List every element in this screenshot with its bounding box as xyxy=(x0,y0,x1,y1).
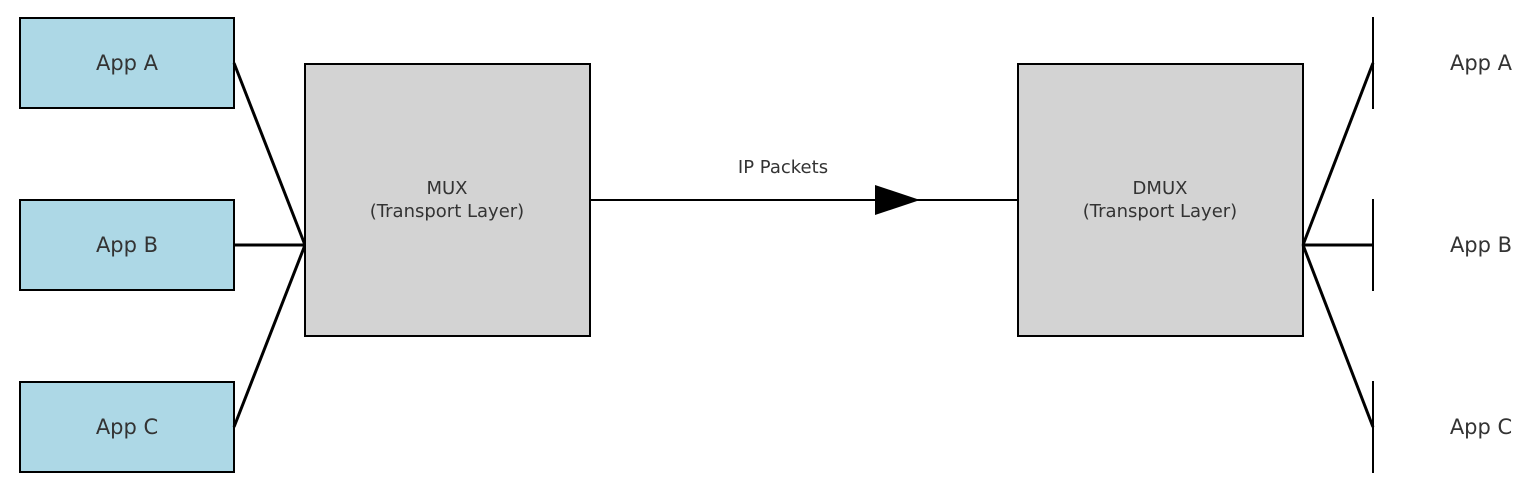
dest-app-c: App C xyxy=(1372,381,1512,473)
mux-box xyxy=(304,63,591,337)
source-app-b-box xyxy=(19,199,235,291)
edge-app-c-to-mux xyxy=(232,244,307,428)
ip-packets-link: IP Packets xyxy=(590,157,1063,215)
source-app-a: App A xyxy=(19,17,235,109)
edge-app-a-to-mux xyxy=(232,62,307,246)
source-app-b: App B xyxy=(19,199,235,291)
dest-app-b-label: App B xyxy=(1450,233,1512,257)
edge-dmux-to-app-c xyxy=(1301,244,1375,428)
source-app-c-box xyxy=(19,381,235,473)
edge-dmux-to-app-a xyxy=(1301,62,1375,246)
dest-app-c-label: App C xyxy=(1450,415,1512,439)
source-app-a-label: App A xyxy=(96,51,159,75)
dest-app-a-label: App A xyxy=(1450,51,1513,75)
mux-label-line1: MUX xyxy=(426,178,467,199)
link-label: IP Packets xyxy=(738,157,828,178)
mux-node: MUX (Transport Layer) xyxy=(304,63,591,337)
source-app-a-box xyxy=(19,17,235,109)
dest-app-b: App B xyxy=(1372,199,1512,291)
source-app-b-label: App B xyxy=(96,233,158,257)
mux-label-line2: (Transport Layer) xyxy=(370,201,524,222)
dmux-label-line1: DMUX xyxy=(1133,178,1188,199)
dest-app-a: App A xyxy=(1372,17,1513,109)
dmux-label-line2: (Transport Layer) xyxy=(1083,201,1237,222)
link-arrowhead-mid xyxy=(875,185,920,215)
dmux-box xyxy=(1017,63,1304,337)
source-app-c: App C xyxy=(19,381,235,473)
source-app-c-label: App C xyxy=(96,415,158,439)
dmux-node: DMUX (Transport Layer) xyxy=(1017,63,1304,337)
